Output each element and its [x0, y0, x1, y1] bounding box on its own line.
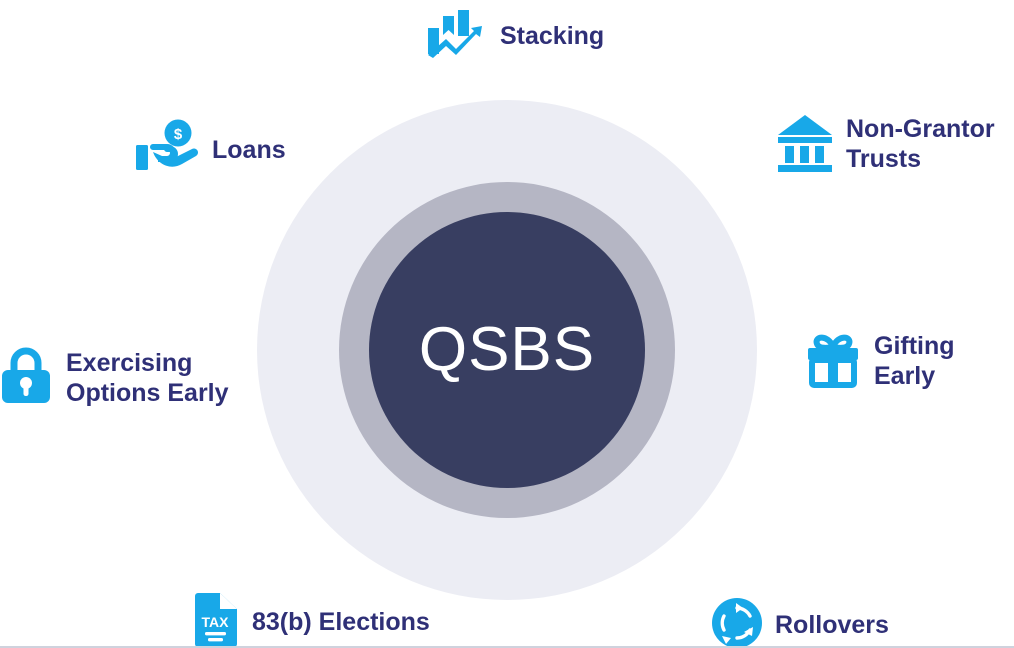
hand-holding-coin-icon: $	[134, 118, 200, 183]
padlock-icon	[0, 345, 54, 410]
gift-box-icon	[804, 330, 862, 393]
node-trusts[interactable]: Non-Grantor Trusts	[776, 110, 995, 177]
center-label: QSBS	[418, 315, 596, 384]
node-elections[interactable]: TAX 83(b) Elections	[192, 592, 430, 646]
node-stacking-label: Stacking	[500, 21, 605, 50]
node-gifting-label: Gifting Early	[874, 332, 955, 390]
tax-document-icon: TAX	[192, 592, 240, 646]
bank-institution-icon	[776, 110, 834, 177]
bar-chart-trend-up-icon	[424, 8, 488, 65]
svg-text:TAX: TAX	[202, 614, 230, 630]
node-gifting[interactable]: Gifting Early	[804, 330, 1014, 393]
svg-text:$: $	[174, 126, 183, 143]
node-loans[interactable]: $ Loans	[134, 118, 286, 183]
node-exercising[interactable]: Exercising Options Early	[0, 345, 229, 410]
node-trusts-label: Non-Grantor Trusts	[846, 114, 995, 173]
node-rollovers-label: Rollovers	[775, 610, 889, 639]
node-rollovers[interactable]: Rollovers	[711, 597, 889, 646]
node-elections-label: 83(b) Elections	[252, 607, 430, 636]
inner-core: QSBS	[369, 212, 645, 488]
node-stacking[interactable]: Stacking	[424, 8, 604, 65]
circular-arrows-refresh-icon	[711, 597, 763, 646]
node-exercising-label: Exercising Options Early	[66, 348, 229, 407]
node-loans-label: Loans	[212, 135, 286, 164]
